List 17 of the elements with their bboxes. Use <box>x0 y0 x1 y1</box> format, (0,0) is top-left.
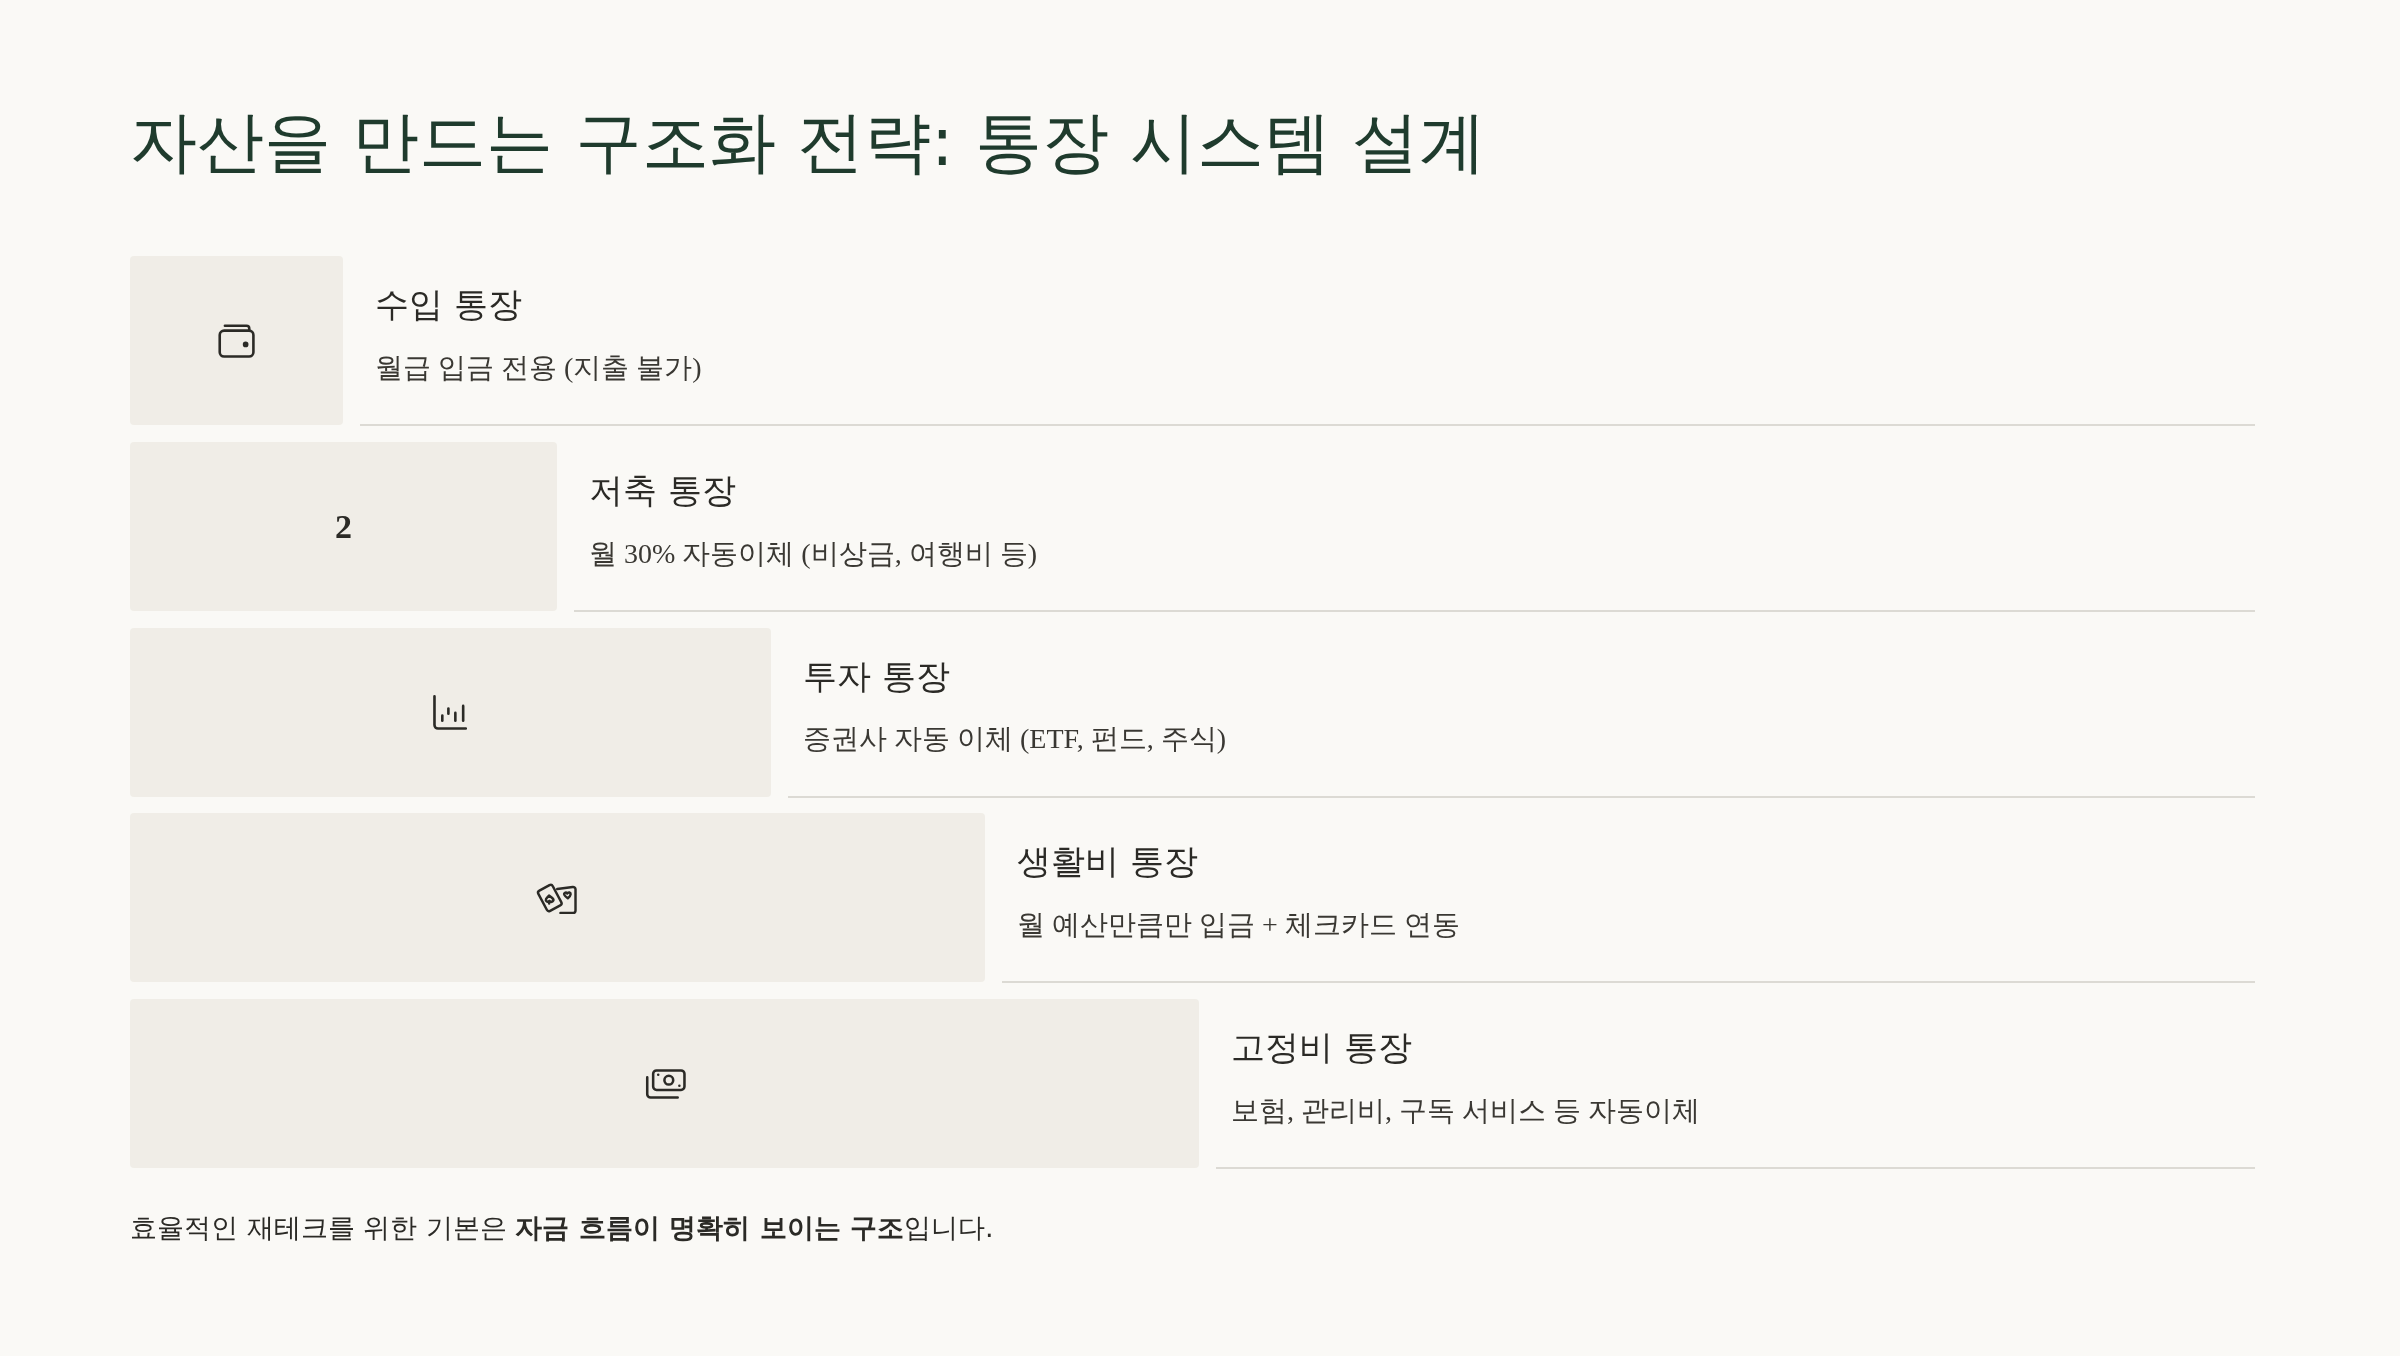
account-title: 저축 통장 <box>589 469 737 511</box>
account-description: 월 예산만큼만 입금 + 체크카드 연동 <box>1017 908 1460 942</box>
title: 자산을 만드는 구조화 전략: 통장 시스템 설계 <box>130 102 1487 183</box>
step-block <box>130 813 985 983</box>
account-description: 월 30% 자동이체 (비상금, 여행비 등) <box>589 536 1037 571</box>
account-description: 보험, 관리비, 구독 서비스 등 자동이체 <box>1231 1094 1700 1128</box>
account-title: 수입 통장 <box>375 284 523 325</box>
step-number: 2 <box>335 507 352 545</box>
account-description: 월급 입금 전용 (지출 불가) <box>375 350 702 385</box>
footnote: 효율적인 재테크를 위한 기본은 자금 흐름이 명확히 보이는 구조입니다. <box>130 1211 994 1245</box>
step-block <box>130 256 343 425</box>
account-title: 투자 통장 <box>803 655 951 697</box>
step-block <box>130 627 771 797</box>
account-description: 증권사 자동 이체 (ETF, 펀드, 주식) <box>803 722 1227 756</box>
account-title: 생활비 통장 <box>1017 841 1199 883</box>
account-title: 고정비 통장 <box>1231 1027 1413 1068</box>
step-block <box>130 999 1199 1169</box>
